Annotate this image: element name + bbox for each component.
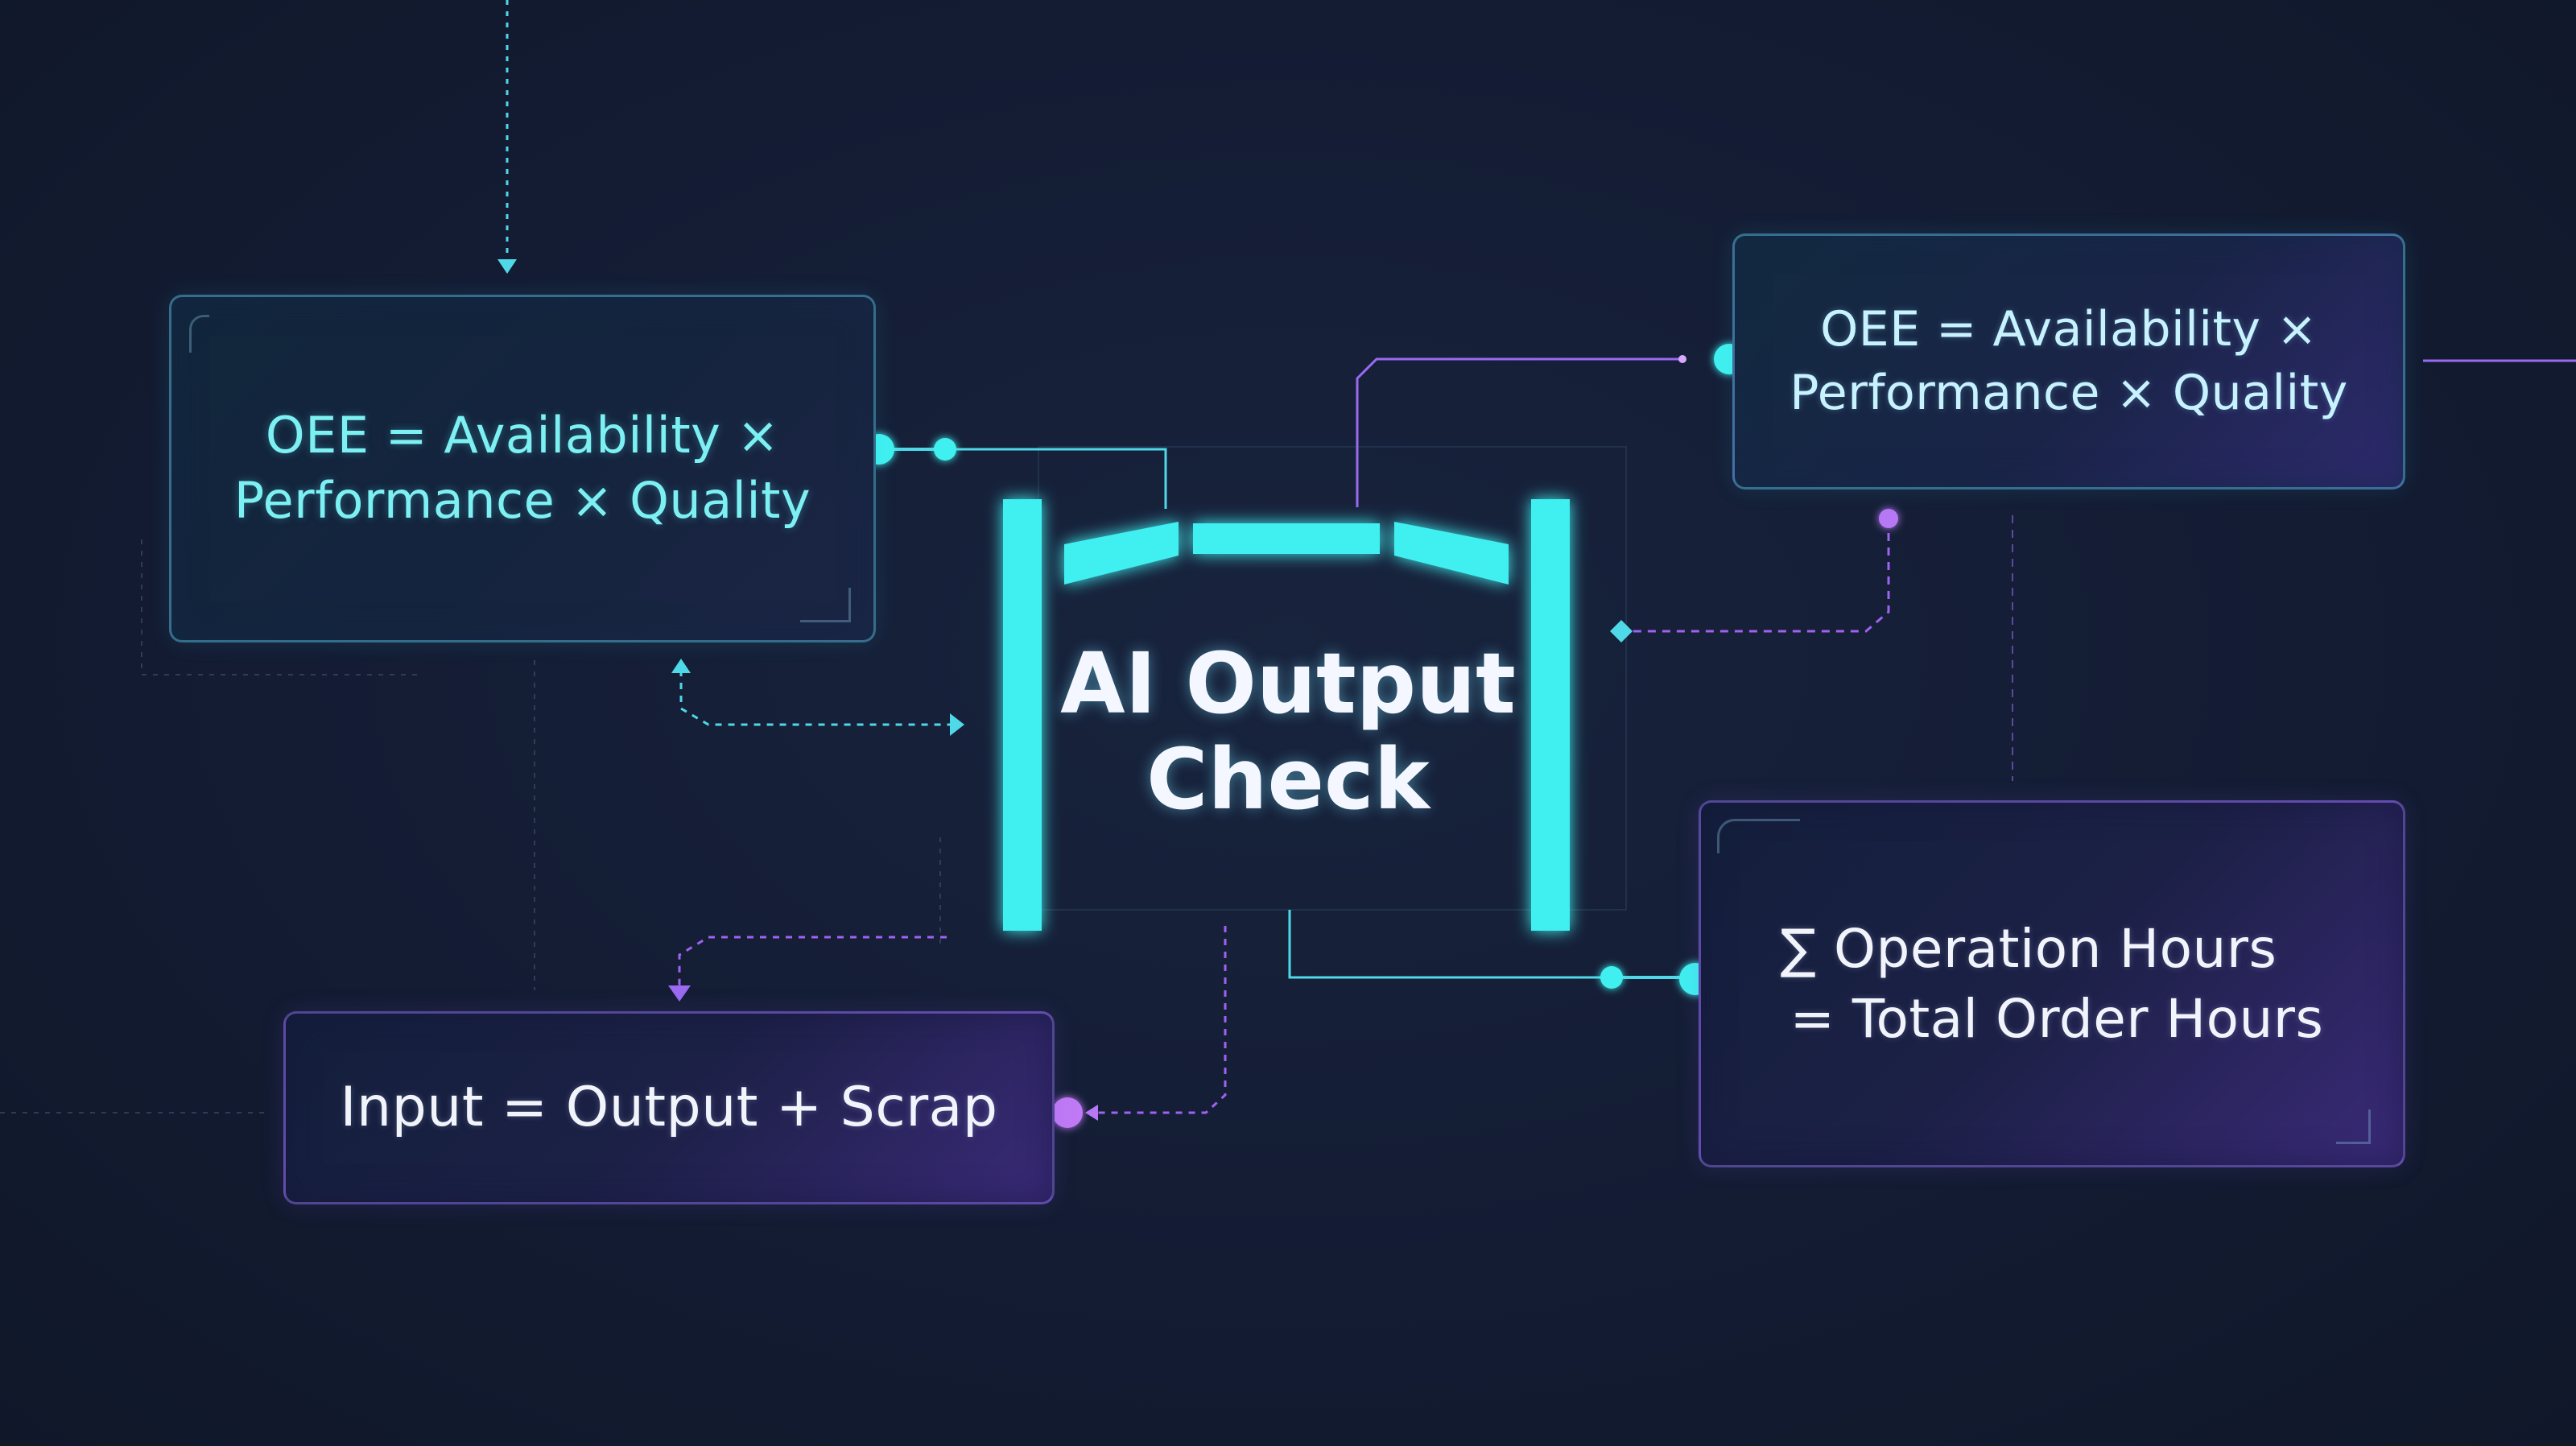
- connector-center-to-bottomright: [1288, 910, 1711, 995]
- card-corner-accent: [2336, 1109, 2371, 1144]
- oee-formula-top-right: OEE = Availability × Performance × Quali…: [1790, 298, 2348, 425]
- formula-line: Performance × Quality: [1790, 365, 2348, 421]
- card-corner-accent: [189, 315, 209, 353]
- bracket-top-left-segment: [1064, 522, 1179, 585]
- input-formula: Input = Output + Scrap: [340, 1072, 997, 1143]
- formula-line: OEE = Availability ×: [265, 406, 780, 465]
- center-title-line: AI Output: [1060, 634, 1516, 733]
- connector-topleft-to-center: [864, 434, 1167, 509]
- card-oee-top-left: OEE = Availability × Performance × Quali…: [169, 295, 876, 642]
- bracket-top-right-segment: [1394, 522, 1509, 585]
- connector-topright-to-center: [1610, 509, 1898, 642]
- bracket-top-center-segment: [1193, 523, 1380, 554]
- arrow-top-incoming: [497, 0, 517, 274]
- card-operation-hours: ∑ Operation Hours = Total Order Hours: [1699, 800, 2405, 1167]
- formula-line: Input = Output + Scrap: [340, 1075, 998, 1139]
- center-title-line: Check: [1146, 729, 1430, 828]
- bracket-right-bar: [1531, 499, 1570, 931]
- card-input-formula: Input = Output + Scrap: [283, 1011, 1055, 1204]
- card-oee-top-right: OEE = Availability × Performance × Quali…: [1732, 233, 2405, 490]
- formula-line: ∑ Operation Hours: [1780, 917, 2277, 980]
- oee-formula-top-left: OEE = Availability × Performance × Quali…: [234, 403, 811, 533]
- center-bracket: [1003, 499, 1570, 931]
- formula-line: OEE = Availability ×: [1820, 300, 2318, 357]
- connector-feedback-left: [671, 659, 964, 736]
- connector-center-to-bottomleft: [668, 926, 1227, 1128]
- card-corner-accent: [1717, 819, 1800, 853]
- bracket-left-bar: [1003, 499, 1042, 931]
- formula-line: Performance × Quality: [233, 471, 811, 530]
- center-title: AI Output Check: [1038, 636, 1538, 827]
- formula-line: = Total Order Hours: [1790, 988, 2324, 1050]
- card-corner-accent: [800, 588, 851, 622]
- operation-hours-formula: ∑ Operation Hours = Total Order Hours: [1781, 914, 2324, 1054]
